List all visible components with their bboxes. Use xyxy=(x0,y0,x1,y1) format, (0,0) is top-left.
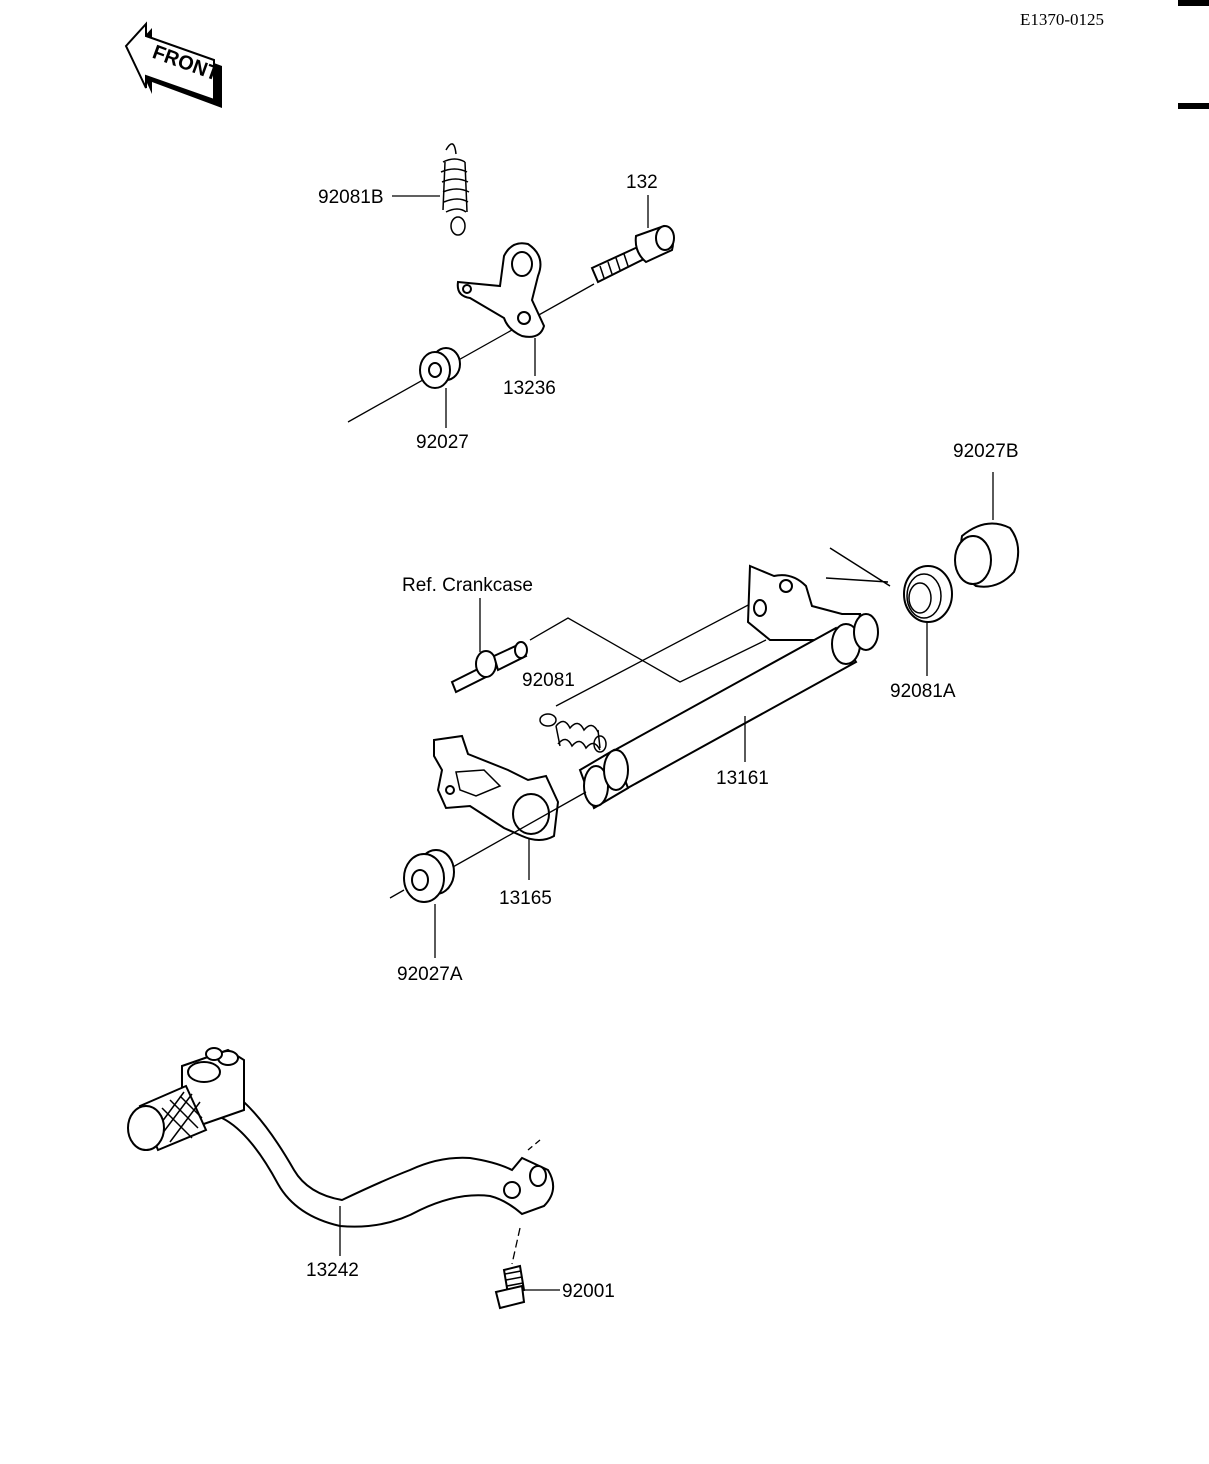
label-132: 132 xyxy=(626,172,658,193)
spring-92081a-part xyxy=(825,547,953,623)
bolt-132-part xyxy=(590,224,675,284)
label-92027a: 92027A xyxy=(397,964,463,985)
label-92027: 92027 xyxy=(416,432,469,453)
spring-92081-part xyxy=(539,713,607,753)
label-92027b: 92027B xyxy=(953,441,1019,462)
label-13242: 13242 xyxy=(306,1260,359,1281)
shift-shaft-13161-part xyxy=(578,564,879,810)
margin-mark-middle xyxy=(1178,103,1209,109)
label-92081a: 92081A xyxy=(890,681,956,702)
collar-92027a-part xyxy=(403,849,455,903)
label-92001: 92001 xyxy=(562,1281,615,1302)
margin-mark-top xyxy=(1178,0,1209,6)
label-92081: 92081 xyxy=(522,670,575,691)
document-code: E1370-0125 xyxy=(1020,10,1104,29)
label-92081b: 92081B xyxy=(318,187,384,208)
collar-92027b-part xyxy=(954,522,1020,588)
shift-plate-13165-part xyxy=(433,734,560,841)
label-13165: 13165 xyxy=(499,888,552,909)
spring-92081b-part xyxy=(440,143,470,236)
front-arrow-icon: FRONT xyxy=(124,21,222,108)
label-13236: 13236 xyxy=(503,378,556,399)
label-13161: 13161 xyxy=(716,768,769,789)
label-ref-crankcase: Ref. Crankcase xyxy=(402,575,533,596)
collar-92027-part xyxy=(419,347,461,389)
bolt-92001-part xyxy=(494,1264,526,1310)
shift-pedal-13242-part xyxy=(127,1047,555,1228)
crankcase-pin-part xyxy=(450,641,528,694)
stopper-arm-13236-part xyxy=(456,242,546,338)
